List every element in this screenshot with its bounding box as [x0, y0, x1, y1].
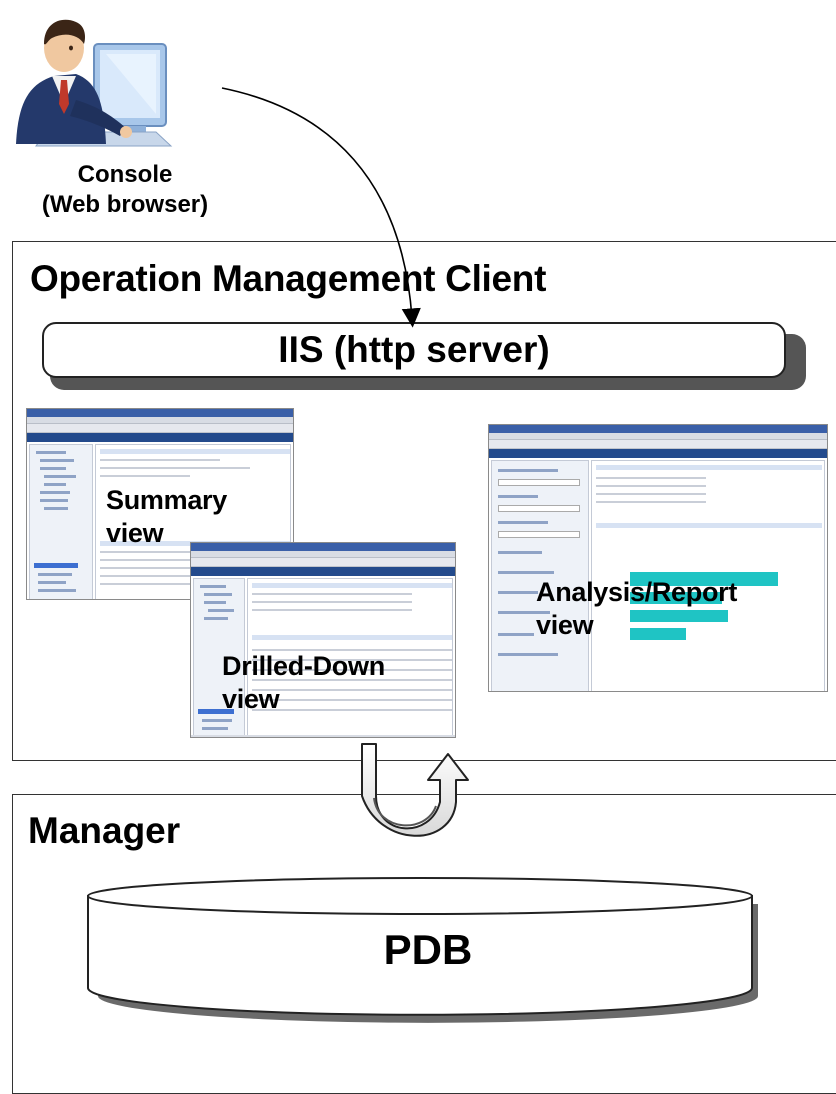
- drilled-down-view-screenshot: [190, 542, 456, 738]
- pdb-database-icon: [87, 877, 758, 1023]
- drilled-down-view-label: Drilled-Down view: [222, 650, 385, 716]
- console-to-iis-arrow: [221, 87, 421, 328]
- user-at-computer-icon: [16, 19, 173, 147]
- drilled-down-view-label-line2: view: [222, 684, 280, 714]
- summary-view-label-line1: Summary: [106, 485, 227, 515]
- analysis-chart-bar: [630, 572, 778, 586]
- analysis-chart-bars: [630, 572, 778, 640]
- analysis-chart-bar: [630, 610, 728, 622]
- summary-view-label-line2: view: [106, 518, 164, 548]
- operation-management-client-title: Operation Management Client: [30, 258, 547, 299]
- operation-management-client-box: [12, 241, 836, 761]
- console-label-line2: (Web browser): [41, 191, 209, 218]
- u-turn-arrow-icon: [361, 743, 469, 837]
- summary-view-label: Summary view: [106, 484, 227, 550]
- analysis-report-view-label-line2: view: [536, 610, 594, 640]
- console-label: Console (Web browser): [0, 160, 250, 220]
- analysis-report-view-label-line1: Analysis/Report: [536, 577, 738, 607]
- analysis-chart-bar: [630, 592, 722, 604]
- analysis-chart-bar: [630, 628, 686, 640]
- analysis-report-view-label: Analysis/Report view: [536, 576, 737, 642]
- console-label-line1: Console: [77, 161, 173, 188]
- manager-title: Manager: [28, 810, 181, 851]
- drilled-down-view-label-line1: Drilled-Down: [222, 651, 385, 681]
- pdb-label: PDB: [383, 926, 473, 973]
